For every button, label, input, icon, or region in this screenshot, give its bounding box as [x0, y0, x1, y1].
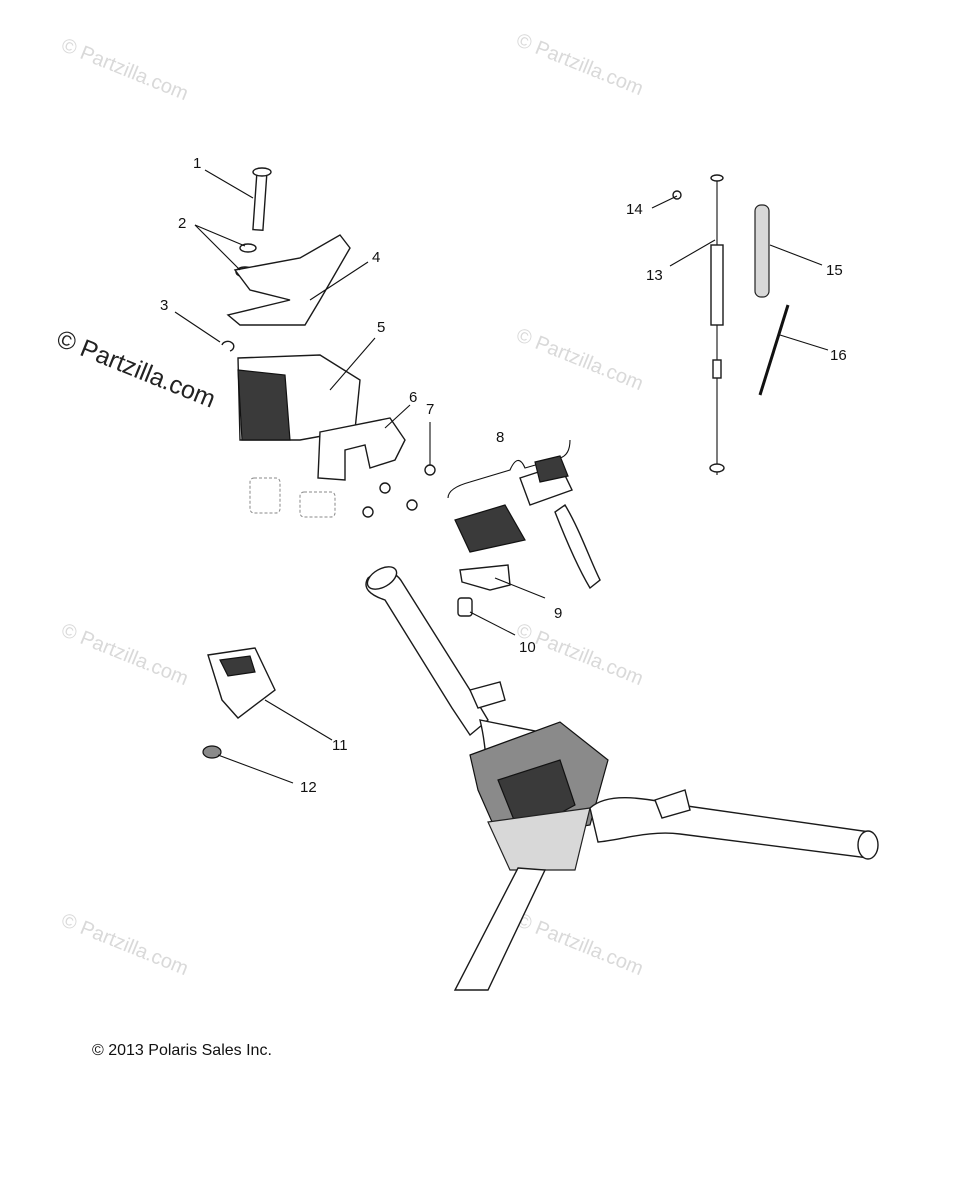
callout-1: 1 [193, 155, 201, 172]
callout-5: 5 [377, 319, 385, 336]
callout-8: 8 [496, 429, 504, 446]
callout-13: 13 [646, 267, 663, 284]
callout-labels: 1 2 3 4 5 6 7 8 9 10 11 12 13 14 15 16 [160, 155, 847, 796]
ghost-connector [249, 477, 336, 518]
callout-11: 11 [332, 737, 348, 754]
watermark: © Partzilla.com [58, 619, 191, 690]
callout-14: 14 [626, 201, 643, 218]
callout-2: 2 [178, 215, 186, 232]
part-11-mount [207, 647, 276, 719]
leader-lines [174, 169, 829, 784]
watermark: © Partzilla.com [513, 909, 646, 980]
part-4-bracket [226, 234, 351, 326]
callout-3: 3 [160, 297, 168, 314]
copyright-notice: © 2013 Polaris Sales Inc. [92, 1042, 272, 1059]
watermark: © Partzilla.com [58, 34, 191, 105]
callout-15: 15 [826, 262, 843, 279]
part-16-tie [758, 304, 790, 396]
part-12-grommet [202, 745, 222, 759]
part-3-clip [221, 340, 235, 352]
callout-4: 4 [372, 249, 380, 266]
callout-10: 10 [519, 639, 536, 656]
watermark: © Partzilla.com [513, 29, 646, 100]
part-9-clamp [459, 564, 511, 591]
part-7-screws [362, 464, 436, 518]
watermark-large: © Partzilla.com [53, 325, 220, 414]
part-8-switch [447, 439, 601, 590]
callout-12: 12 [300, 779, 317, 796]
part-15-wrap [754, 204, 770, 298]
part-6-cover [317, 417, 406, 481]
callout-6: 6 [409, 389, 417, 406]
watermark: © Partzilla.com [58, 909, 191, 980]
part-1-bolt [252, 167, 272, 232]
part-10-pin [457, 597, 473, 617]
callout-9: 9 [554, 605, 562, 622]
part-5-housing [237, 354, 361, 441]
watermark: © Partzilla.com [513, 324, 646, 395]
callout-16: 16 [830, 347, 847, 364]
callout-7: 7 [426, 401, 434, 418]
handlebar-assembly [365, 566, 879, 991]
part-13-cable [709, 174, 725, 475]
